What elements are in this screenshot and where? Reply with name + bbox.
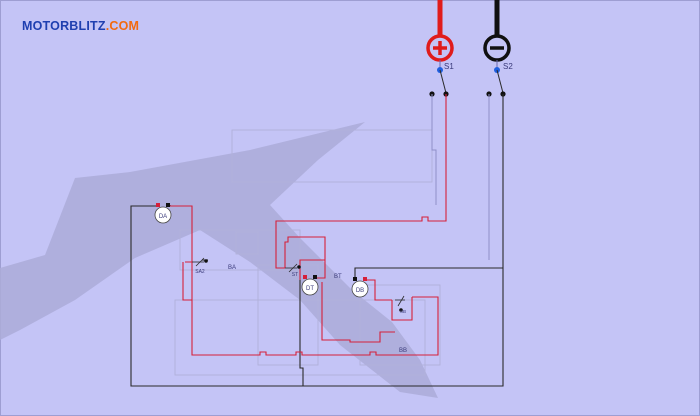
sensor-sa2[interactable]: SA2 [192,257,208,275]
brand-logo: MOTORBLITZ.COM [22,19,139,33]
sensor-st-label: ST [292,272,298,278]
switch-s2-label: S2 [503,62,513,71]
brand-logo-part2: .COM [105,19,140,33]
segment-bb-label: BB [399,348,407,354]
sensor-sa2-label: SA2 [195,269,205,275]
positive-terminal-icon [426,34,454,62]
motor-da[interactable]: DA [154,203,172,224]
brand-logo-part1: MOTORBLITZ [22,19,106,33]
sensor-sb-label: SB [400,309,406,314]
segment-ba-label: BA [228,265,236,271]
supply-circuit-red [170,94,447,356]
negative-terminal-icon [483,34,511,62]
current-flow-arrows [130,120,504,387]
switch-s1-label: S1 [444,62,454,71]
motor-dt[interactable]: DT [301,275,319,296]
motor-dt-label: DT [306,286,314,292]
motor-da-label: DA [159,214,167,220]
motor-db-label: DB [356,288,364,294]
switch-s2[interactable] [486,60,506,97]
sensor-st[interactable]: ST [285,263,301,278]
vehicle-silhouette [0,122,438,398]
sensor-sb[interactable]: SB [395,295,406,314]
segment-bt-label: BT [334,274,342,280]
vehicle-outline-detail [174,129,441,376]
switch-idle-wires [431,94,490,260]
motor-db[interactable]: DB [351,277,369,298]
